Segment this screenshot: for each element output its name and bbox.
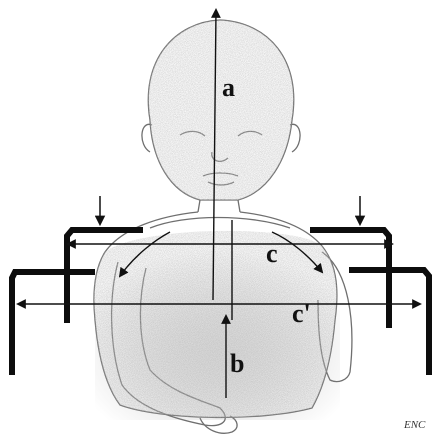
- chest-tone: [95, 250, 340, 420]
- lower-left-bracket: [12, 272, 92, 372]
- neck: [198, 200, 240, 212]
- label-b: b: [230, 349, 244, 378]
- artist-signature: ENC: [403, 419, 426, 431]
- label-a: a: [222, 73, 235, 102]
- collar-line: [150, 218, 290, 229]
- label-c-prime: c': [292, 299, 311, 328]
- label-c: c: [266, 239, 278, 268]
